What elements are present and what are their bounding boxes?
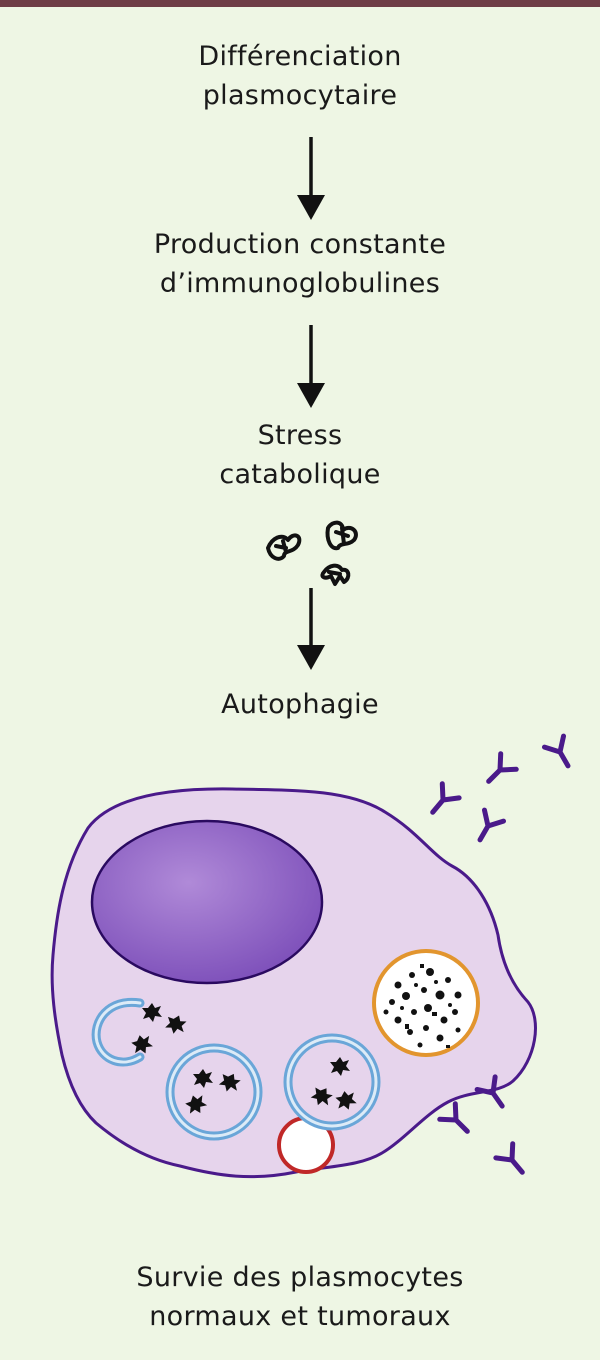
arrow-3 [297,588,325,670]
step-3-line-1: Stress [257,420,343,451]
step-4-line-1: Autophagie [221,689,379,720]
step-differenciation-label: Différenciation plasmocytaire [0,37,600,115]
step-survie-label: Survie des plasmocytes normaux et tumora… [0,1258,600,1336]
step-5-line-2: normaux et tumoraux [149,1301,451,1332]
nucleus [90,819,324,985]
step-autophagie-label: Autophagie [0,685,600,724]
step-2-line-1: Production constante [153,229,447,260]
autophagosome-2 [283,1033,381,1131]
step-2-line-2: d’immunoglobulines [159,268,441,299]
autolysosome [372,949,480,1057]
step-5-line-1: Survie des plasmocytes [136,1262,464,1293]
antibodies-top [424,736,577,845]
phagophore [91,997,189,1067]
step-3-line-2: catabolique [219,459,381,490]
step-stress-label: Stress catabolique [0,416,600,494]
protein-aggregates [266,520,358,586]
top-bar [0,0,600,7]
arrow-2 [297,325,325,408]
arrow-1 [297,137,325,220]
step-1-line-1: Différenciation [198,41,402,72]
step-production-label: Production constante d’immunoglobulines [0,225,600,303]
autophagosome-1 [165,1043,263,1141]
step-1-line-2: plasmocytaire [202,80,398,111]
